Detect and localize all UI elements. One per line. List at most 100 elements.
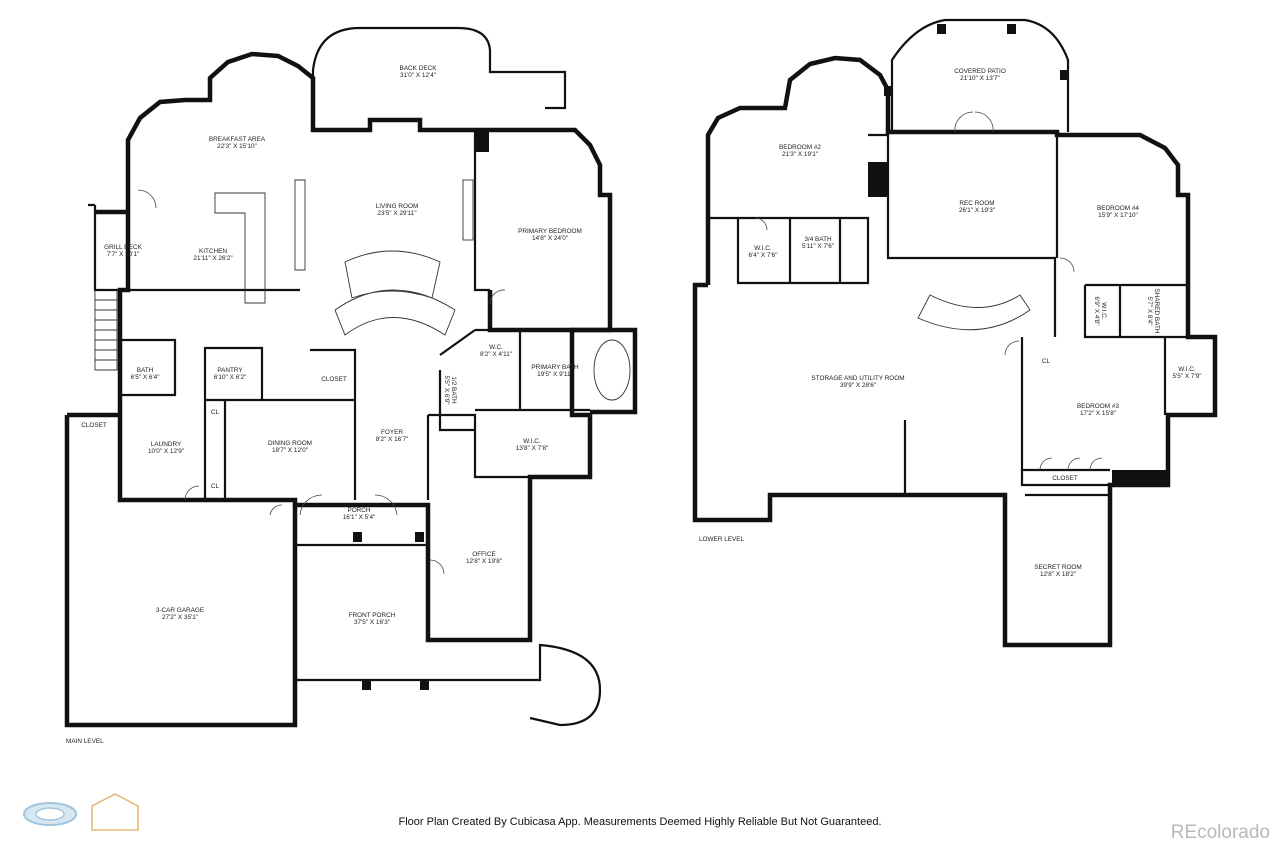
room-rec-room-name: REC ROOM bbox=[959, 200, 994, 207]
room-foyer-dims: 8'2" X 16'7" bbox=[376, 436, 409, 443]
recolorado-brand: REcolorado bbox=[1170, 822, 1270, 843]
footer-disclaimer: Floor Plan Created By Cubicasa App. Meas… bbox=[398, 816, 882, 828]
room-garage-dims: 27'2" X 35'1" bbox=[162, 614, 198, 621]
room-closet-lower-name: CLOSET bbox=[1052, 475, 1078, 482]
lower-stairs bbox=[917, 294, 1031, 331]
room-breakfast-name: BREAKFAST AREA bbox=[209, 136, 266, 143]
room-bedroom-3-dims: 17'2" X 15'8" bbox=[1080, 410, 1116, 417]
porch-post-1 bbox=[353, 532, 362, 542]
room-bedroom-2-dims: 21'3" X 19'1" bbox=[782, 151, 818, 158]
room-cl-lower-name: CL bbox=[1042, 358, 1051, 365]
porch-post-4 bbox=[420, 680, 429, 690]
room-half-bath-name: 1/2 BATH bbox=[450, 376, 457, 404]
room-kitchen-dims: 21'11" X 26'2" bbox=[193, 255, 232, 262]
room-wic-b2-dims: 6'4" X 7'6" bbox=[748, 252, 777, 259]
room-primary-bedroom-name: PRIMARY BEDROOM bbox=[518, 228, 582, 235]
room-covered-patio-name: COVERED PATIO bbox=[954, 68, 1006, 75]
living-room-stairs bbox=[334, 250, 456, 336]
grill-deck-stairs bbox=[94, 290, 118, 371]
garage-wall bbox=[64, 412, 298, 728]
room-front-porch-dims: 37'5" X 16'3" bbox=[354, 619, 390, 626]
lower-door-swings bbox=[754, 111, 1103, 471]
counters bbox=[214, 179, 306, 304]
room-rec-room-dims: 26'1" X 19'3" bbox=[959, 207, 995, 214]
room-storage-dims: 39'9" X 28'6" bbox=[840, 382, 876, 389]
room-breakfast-dims: 22'3" X 15'10" bbox=[217, 143, 257, 150]
room-grill-deck-name: GRILL DECK bbox=[104, 244, 143, 251]
room-closet-garage-name: CLOSET bbox=[81, 422, 107, 429]
patio-post-3 bbox=[1060, 70, 1069, 80]
room-pantry-name: PANTRY bbox=[217, 367, 243, 374]
room-wc-dims: 8'2" X 4'11" bbox=[480, 351, 512, 358]
lower-stair-block bbox=[868, 162, 888, 197]
room-primary-wic-name: W.I.C. bbox=[523, 438, 541, 445]
room-primary-wic-dims: 13'8" X 7'8" bbox=[516, 445, 549, 452]
room-office-dims: 12'8" X 19'8" bbox=[466, 558, 502, 565]
bedroom-2-wall bbox=[705, 55, 1191, 285]
room-laundry-dims: 10'0" X 12'9" bbox=[148, 448, 184, 455]
room-wc-name: W.C. bbox=[489, 344, 503, 351]
main-outer-wall bbox=[95, 209, 638, 643]
cubicasa-logo bbox=[23, 793, 139, 831]
room-shared-bath-dims: 5'7" X 8'4" bbox=[1146, 296, 1153, 325]
room-bath-name: BATH bbox=[137, 367, 154, 374]
room-closet-main-name: CLOSET bbox=[321, 376, 347, 383]
patio-post-2 bbox=[1007, 24, 1016, 34]
room-shared-bath-label: SHARED BATH 5'7" X 8'4" bbox=[1146, 289, 1160, 334]
room-living-dims: 23'5" X 29'11" bbox=[377, 210, 416, 217]
back-deck-outline bbox=[311, 26, 567, 128]
room-wic-b4-name: W.I.C. bbox=[1100, 302, 1107, 320]
porch-post-2 bbox=[415, 532, 424, 542]
room-storage-name: STORAGE AND UTILITY ROOM bbox=[811, 375, 904, 382]
room-laundry-name: LAUNDRY bbox=[151, 441, 182, 448]
interior-walls bbox=[120, 130, 590, 500]
room-wic-b3-name: W.I.C. bbox=[1178, 366, 1196, 373]
fireplace bbox=[462, 179, 474, 241]
room-dining-dims: 18'7" X 12'0" bbox=[272, 447, 308, 454]
patio-post-1 bbox=[937, 24, 946, 34]
room-wic-b4-label: W.I.C. 6'9" X 4'8" bbox=[1093, 296, 1107, 325]
room-porch-name: PORCH bbox=[347, 507, 370, 514]
lower-interior-walls bbox=[708, 133, 1215, 497]
breakfast-bay-wall bbox=[125, 51, 475, 212]
covered-patio-outline bbox=[890, 18, 1070, 132]
room-3-4-bath-name: 3/4 BATH bbox=[804, 236, 832, 243]
room-primary-bath-dims: 19'5" X 9'11" bbox=[537, 371, 573, 378]
room-wic-b2-name: W.I.C. bbox=[754, 245, 772, 252]
room-back-deck-name: BACK DECK bbox=[400, 65, 438, 72]
room-garage-name: 3-CAR GARAGE bbox=[156, 607, 204, 614]
room-bath-dims: 6'5" X 6'4" bbox=[130, 374, 159, 381]
porch-post-3 bbox=[362, 680, 371, 690]
lower-level-plan: COVERED PATIO 21'10" X 13'7" BEDROOM #2 … bbox=[692, 18, 1218, 648]
room-bedroom-4-dims: 15'9" X 17'10" bbox=[1098, 212, 1138, 219]
room-primary-bath-name: PRIMARY BATH bbox=[531, 364, 579, 371]
room-office-name: OFFICE bbox=[472, 551, 495, 558]
bathtub bbox=[593, 339, 631, 401]
room-dining-name: DINING ROOM bbox=[268, 440, 312, 447]
room-kitchen-name: KITCHEN bbox=[199, 248, 227, 255]
room-grill-deck-dims: 7'7" X 10'1" bbox=[107, 251, 140, 258]
lower-outer-wall bbox=[692, 282, 1218, 648]
room-primary-bedroom-dims: 14'8" X 24'0" bbox=[532, 235, 568, 242]
room-shared-bath-name: SHARED BATH bbox=[1153, 289, 1160, 334]
room-wic-b4-dims: 6'9" X 4'8" bbox=[1093, 296, 1100, 325]
room-half-bath-label: 1/2 BATH 5'5" X 6'9" bbox=[443, 375, 457, 404]
room-bedroom-3-name: BEDROOM #3 bbox=[1077, 403, 1119, 410]
main-level-label: MAIN LEVEL bbox=[66, 738, 104, 745]
room-bedroom-2-name: BEDROOM #2 bbox=[779, 144, 821, 151]
main-level-plan: BACK DECK 31'0" X 12'4" BREAKFAST AREA 2… bbox=[64, 26, 638, 745]
fireplace-block bbox=[475, 130, 489, 152]
room-cl-2-name: CL bbox=[211, 483, 220, 490]
porch-outline bbox=[295, 543, 602, 727]
room-wic-b3-dims: 5'5" X 7'9" bbox=[1172, 373, 1201, 380]
room-secret-room-dims: 12'8" X 18'2" bbox=[1040, 571, 1076, 578]
room-porch-dims: 16'1" X 5'4" bbox=[343, 514, 376, 521]
logo-blue-inner-icon bbox=[35, 807, 65, 821]
room-bedroom-4-name: BEDROOM #4 bbox=[1097, 205, 1139, 212]
room-living-name: LIVING ROOM bbox=[376, 203, 419, 210]
room-secret-room-name: SECRET ROOM bbox=[1034, 564, 1081, 571]
bedroom-3-block bbox=[1112, 470, 1168, 484]
room-3-4-bath-dims: 5'11" X 7'6" bbox=[802, 243, 834, 250]
room-front-porch-name: FRONT PORCH bbox=[349, 612, 396, 619]
